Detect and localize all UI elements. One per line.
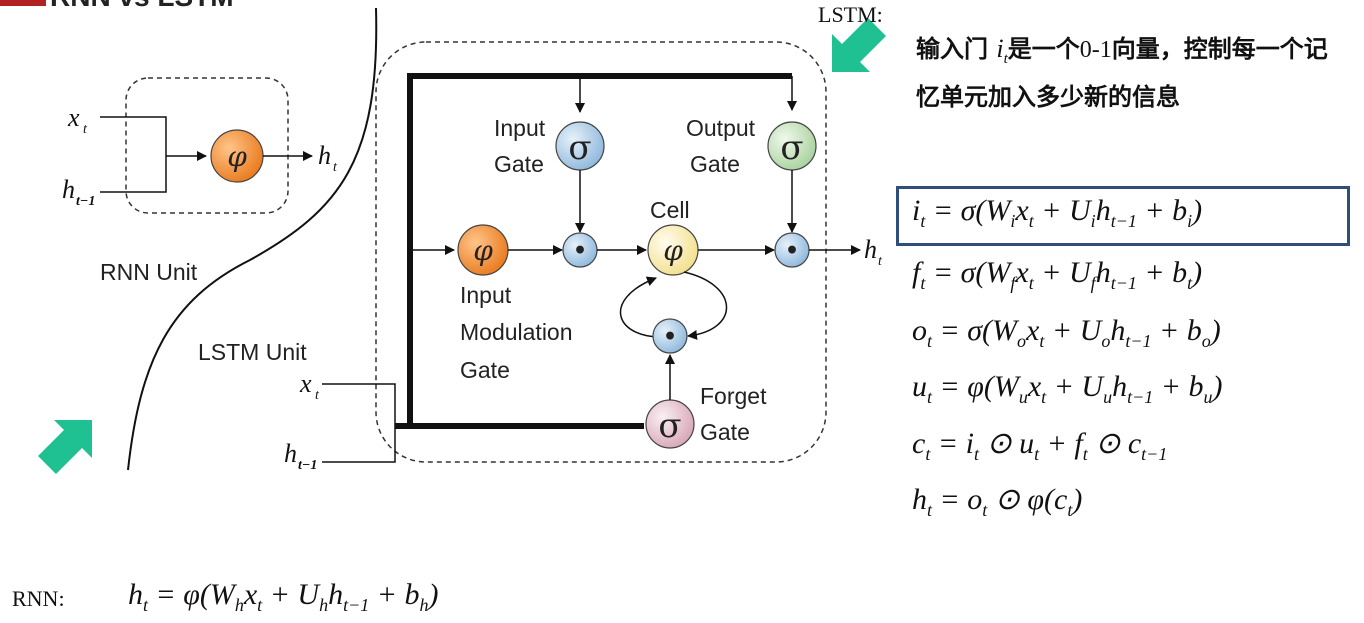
annotation-text-part2: 是一个 — [1007, 35, 1080, 63]
lstm-input-x-sub: t — [315, 388, 320, 403]
lstm-input-x: x — [299, 369, 312, 398]
lstm-output-h: h — [864, 235, 877, 264]
forget-multiply-symbol: • — [663, 324, 677, 350]
forget-multiply-node — [652, 318, 688, 354]
input-gate-annotation: 输入门 it是一个0-1向量，控制每一个记忆单元加入多少新的信息 — [916, 30, 1336, 116]
modulation-label-line3: Gate — [460, 357, 510, 383]
lstm-prefix-label: LSTM: — [818, 2, 883, 27]
equation-o: ot = σ(Woxt + Uoht−1 + bo) — [912, 314, 1221, 351]
arrow-icon-bottom-left — [38, 420, 92, 474]
title-accent-bar — [0, 0, 46, 6]
lstm-unit: LSTM Unit x t h t−1 φ Input Modulation G… — [198, 41, 883, 473]
output-gate-sigma: σ — [780, 128, 803, 168]
output-gate-label-line2: Gate — [690, 151, 740, 177]
cell-label: Cell — [650, 197, 690, 223]
lstm-output-h-sub: t — [878, 254, 883, 269]
input-gate-label-line1: Input — [494, 115, 546, 141]
rnn-unit-boundary — [125, 77, 289, 214]
highlighted-equation-box — [896, 186, 1350, 246]
input-gate-sigma: σ — [568, 128, 591, 168]
equation-h: ht = ot ⊙ φ(ct) — [912, 483, 1083, 520]
header-title-fragment: RNN vs LSTM — [0, 0, 234, 12]
rnn-prefix-label: RNN: — [12, 586, 65, 611]
modulation-phi-symbol: φ — [473, 234, 493, 267]
title-text: RNN vs LSTM — [50, 0, 234, 12]
rnn-phi-symbol: φ — [227, 140, 247, 173]
output-gate-label-line1: Output — [686, 115, 756, 141]
modulation-label-line1: Input — [460, 282, 512, 308]
rnn-input-x-sub: t — [83, 122, 88, 137]
rnn-output-h-sub: t — [333, 160, 338, 175]
annotation-text-part1: 输入门 — [916, 35, 997, 63]
cell-phi-symbol: φ — [663, 234, 683, 267]
forget-gate-label-line1: Forget — [700, 383, 767, 409]
separator-curve — [127, 7, 378, 471]
lstm-unit-boundary — [375, 41, 827, 463]
rnn-equation: ht = φ(Whxt + Uhht−1 + bh) — [128, 578, 439, 615]
rnn-unit: x t h t−1 φ h t RNN Unit — [62, 77, 338, 285]
lstm-input-h: h — [284, 439, 297, 468]
rnn-unit-label: RNN Unit — [100, 259, 198, 285]
annotation-var: it — [996, 34, 1008, 68]
forget-gate-sigma: σ — [658, 406, 681, 446]
equation-i: it = σ(Wixt + Uiht−1 + bi) — [912, 194, 1203, 231]
lstm-unit-label: LSTM Unit — [198, 339, 307, 365]
rnn-output-h: h — [318, 141, 331, 170]
input-multiply-symbol: • — [573, 238, 587, 264]
modulation-label-line2: Modulation — [460, 319, 573, 345]
lstm-input-h-sub: t−1 — [298, 458, 317, 473]
input-gate-label-line2: Gate — [494, 151, 544, 177]
equation-u: ut = φ(Wuxt + Uuht−1 + bu) — [912, 370, 1223, 407]
rnn-input-h-sub: t−1 — [76, 194, 95, 209]
output-multiply-symbol: • — [785, 238, 799, 264]
equation-f: ft = σ(Wfxt + Ufht−1 + bt) — [912, 256, 1203, 293]
equation-c: ct = it ⊙ ut + ft ⊙ ct−1 — [912, 427, 1168, 464]
rnn-input-h: h — [62, 175, 75, 204]
annotation-range: 0-1 — [1079, 37, 1112, 63]
forget-gate-label-line2: Gate — [700, 419, 750, 445]
annotation-text-part3: 向量，控制每一个记忆单元加入多少新的信息 — [916, 35, 1328, 112]
arrow-icon-top-right — [832, 18, 886, 72]
rnn-input-x: x — [67, 103, 80, 132]
